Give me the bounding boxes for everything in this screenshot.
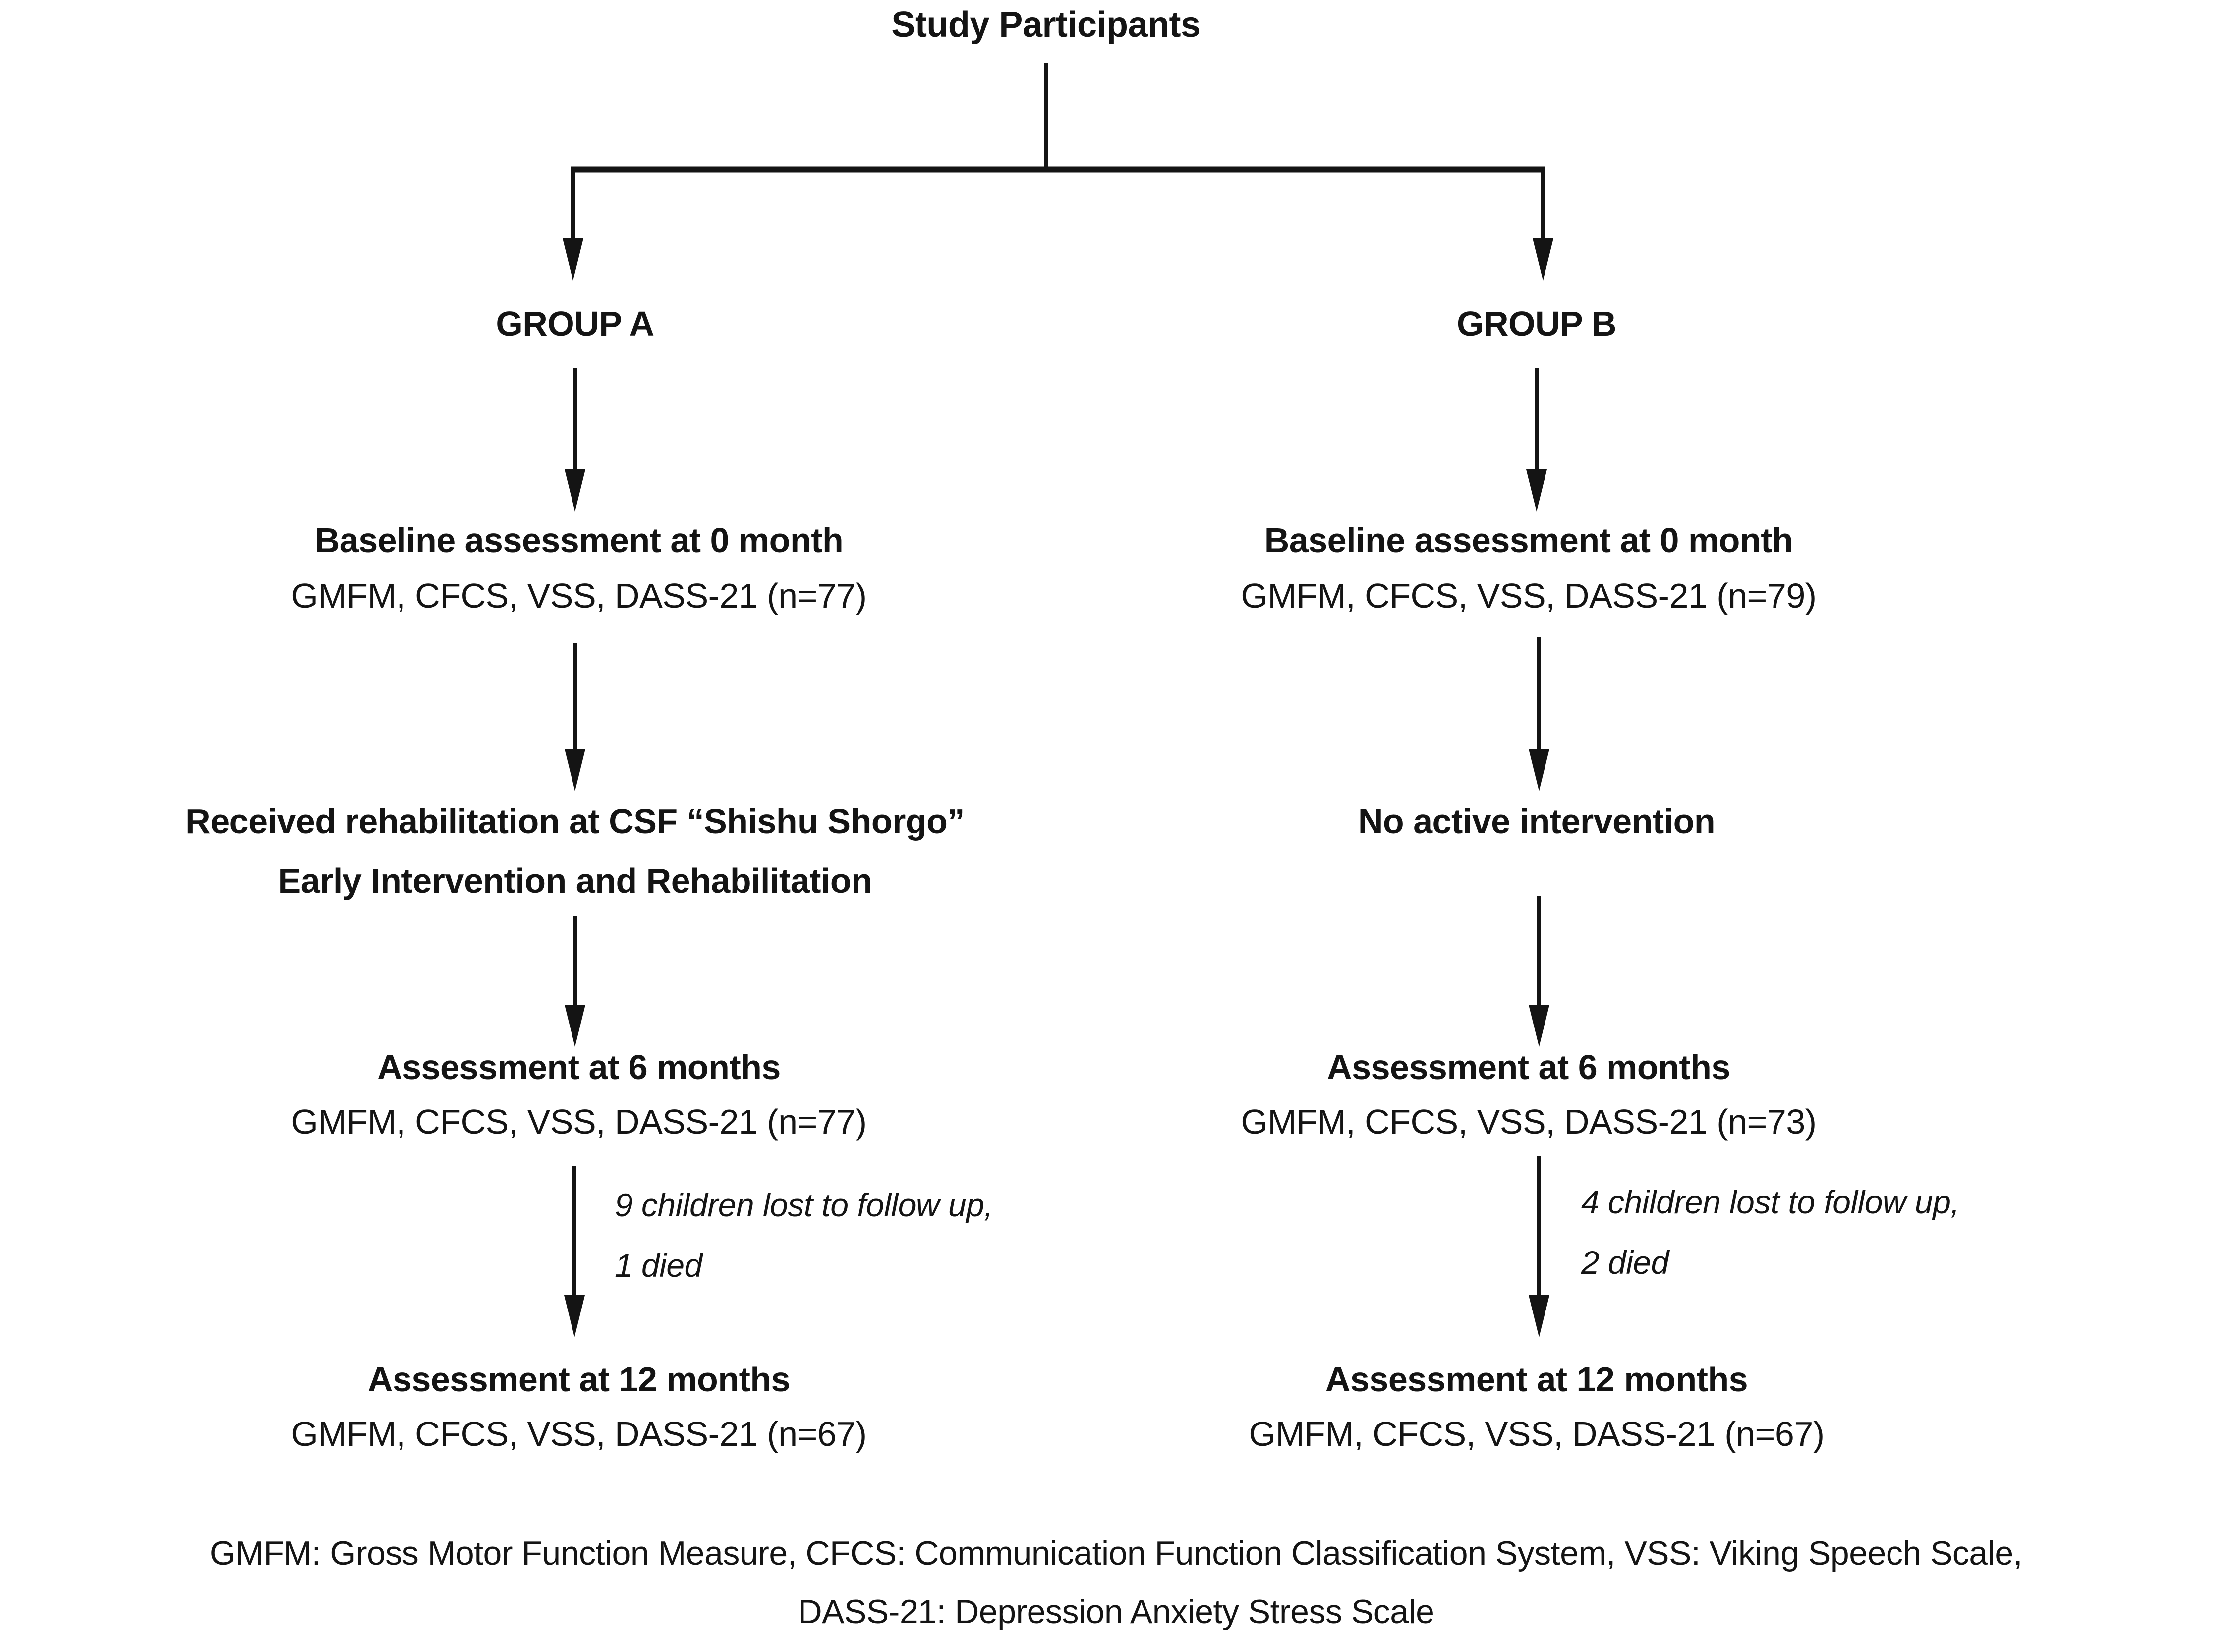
group-b-baseline-detail: GMFM, CFCS, VSS, DASS-21 (n=79) bbox=[1241, 576, 1817, 615]
group-b-arrow1-head-icon bbox=[1526, 469, 1547, 512]
group-a-6month-heading: Assessment at 6 months bbox=[377, 1048, 781, 1086]
group-a-6month-detail: GMFM, CFCS, VSS, DASS-21 (n=77) bbox=[291, 1102, 867, 1141]
group-a-attrition-line1: 9 children lost to follow up, bbox=[615, 1187, 993, 1223]
group-b-arrow4-head-icon bbox=[1529, 1295, 1549, 1337]
group-a-intervention-line2: Early Intervention and Rehabilitation bbox=[278, 861, 872, 900]
group-b-baseline-heading: Baseline assessment at 0 month bbox=[1264, 521, 1793, 560]
group-b-intervention-line1: No active intervention bbox=[1358, 802, 1716, 841]
group-b-arrow3-head-icon bbox=[1529, 1005, 1549, 1047]
group-b-6month-heading: Assessment at 6 months bbox=[1327, 1048, 1730, 1086]
group-b-arrow2-head-icon bbox=[1529, 749, 1549, 791]
group-a-arrow1-head-icon bbox=[565, 469, 585, 512]
study-title: Study Participants bbox=[891, 5, 1201, 45]
group-a-arrow2-head-icon bbox=[565, 749, 585, 791]
group-a-12month-detail: GMFM, CFCS, VSS, DASS-21 (n=67) bbox=[291, 1415, 867, 1453]
group-a-12month-heading: Assessment at 12 months bbox=[367, 1360, 791, 1399]
group-b-label: GROUP B bbox=[1457, 304, 1616, 343]
group-a-drop-arrowhead-icon bbox=[563, 238, 583, 281]
group-a-arrow3-head-icon bbox=[565, 1005, 585, 1047]
group-a-baseline-heading: Baseline assessment at 0 month bbox=[314, 521, 844, 560]
group-b-6month-detail: GMFM, CFCS, VSS, DASS-21 (n=73) bbox=[1241, 1102, 1817, 1141]
footnote-line1: GMFM: Gross Motor Function Measure, CFCS… bbox=[209, 1535, 2023, 1572]
group-a-intervention-line1: Received rehabilitation at CSF “Shishu S… bbox=[185, 802, 965, 841]
group-a-label: GROUP A bbox=[496, 304, 654, 343]
footnote-line2: DASS-21: Depression Anxiety Stress Scale bbox=[798, 1593, 1434, 1631]
group-b-attrition-line2: 2 died bbox=[1581, 1244, 1669, 1281]
group-a-arrow4-head-icon bbox=[564, 1295, 585, 1337]
group-b-attrition-line1: 4 children lost to follow up, bbox=[1581, 1184, 1960, 1220]
group-a-baseline-detail: GMFM, CFCS, VSS, DASS-21 (n=77) bbox=[291, 576, 867, 615]
group-b-drop-arrowhead-icon bbox=[1533, 238, 1553, 281]
group-b-12month-heading: Assessment at 12 months bbox=[1325, 1360, 1748, 1399]
group-a-attrition-line2: 1 died bbox=[615, 1247, 702, 1284]
group-b-12month-detail: GMFM, CFCS, VSS, DASS-21 (n=67) bbox=[1249, 1415, 1825, 1453]
